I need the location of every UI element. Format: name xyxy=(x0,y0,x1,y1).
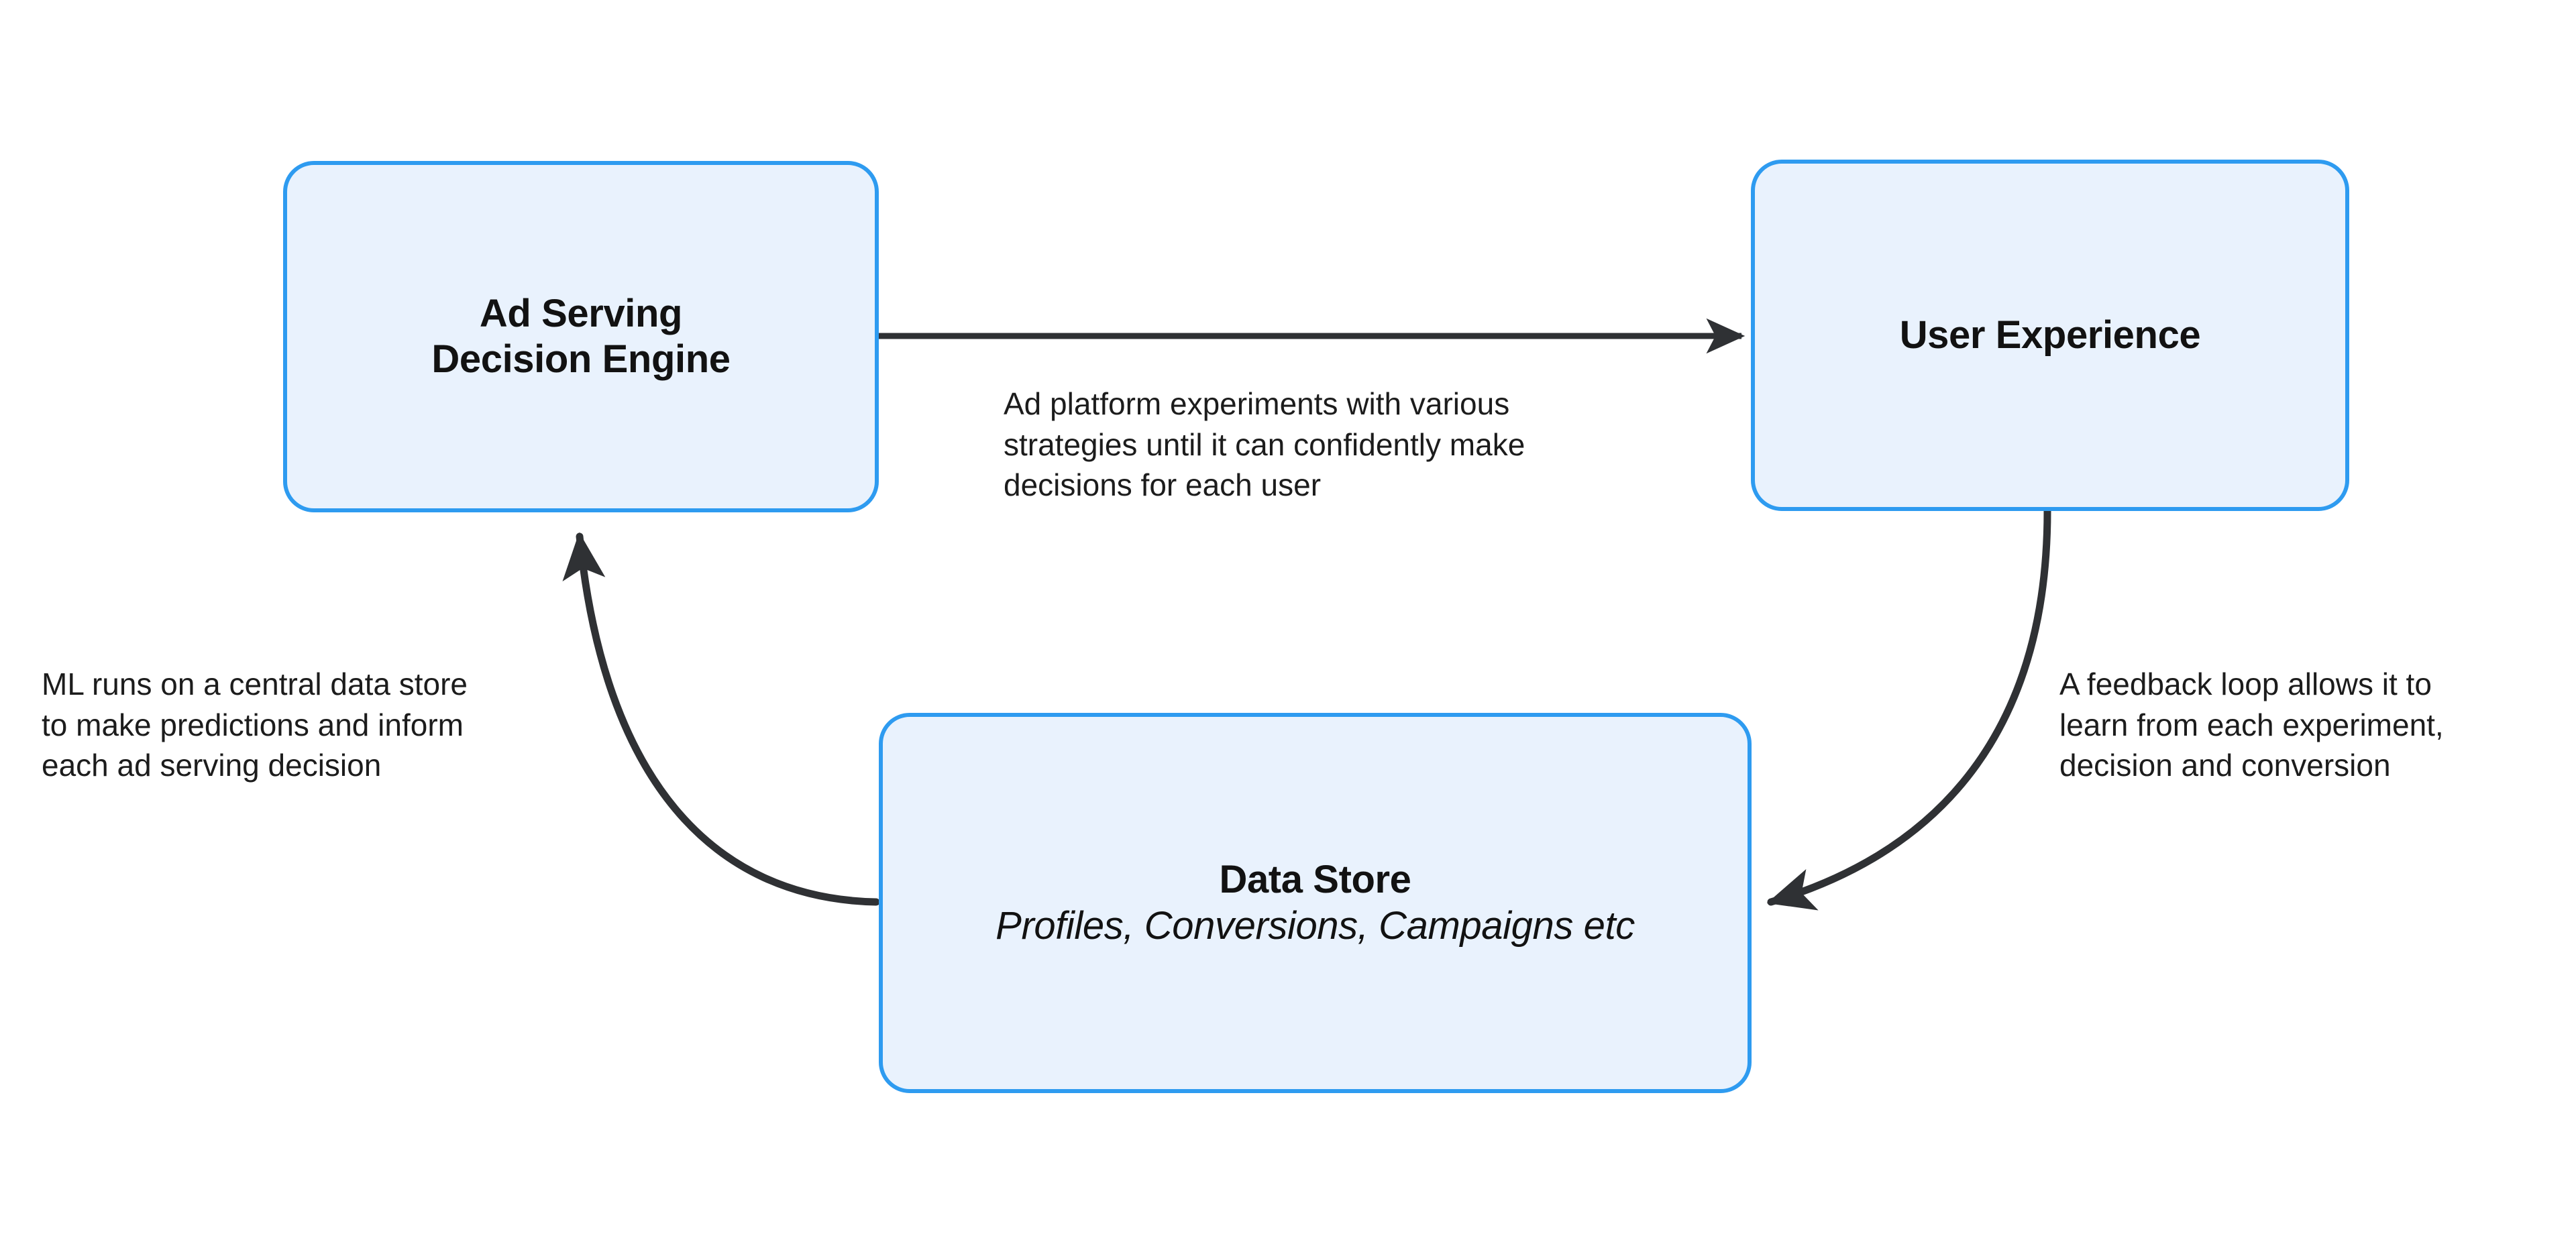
node-ad-serving-decision-engine[interactable]: Ad Serving Decision Engine xyxy=(283,161,879,512)
edge-data-store-to-ad-serving xyxy=(562,532,880,906)
node-data-store[interactable]: Data Store Profiles, Conversions, Campai… xyxy=(879,713,1752,1093)
edge-label-data-store-to-ad-serving: ML runs on a central data store to make … xyxy=(42,667,468,783)
edge-line-user-experience-to-data-store xyxy=(1766,507,2051,911)
node-user-experience-title: User Experience xyxy=(1899,313,2201,357)
edge-label-user-experience-to-data-store: A feedback loop allows it to learn from … xyxy=(2059,667,2444,783)
node-ad-serving-title: Ad Serving Decision Engine xyxy=(431,291,731,381)
edge-label-ad-serving-to-user-experience: Ad platform experiments with various str… xyxy=(1004,386,1525,503)
edge-user-experience-to-data-store xyxy=(1766,507,2051,911)
node-data-store-subtitle: Profiles, Conversions, Campaigns etc xyxy=(996,903,1635,948)
node-data-store-title: Data Store xyxy=(1219,858,1411,902)
edge-line-data-store-to-ad-serving xyxy=(562,532,880,906)
node-user-experience[interactable]: User Experience xyxy=(1751,160,2349,511)
